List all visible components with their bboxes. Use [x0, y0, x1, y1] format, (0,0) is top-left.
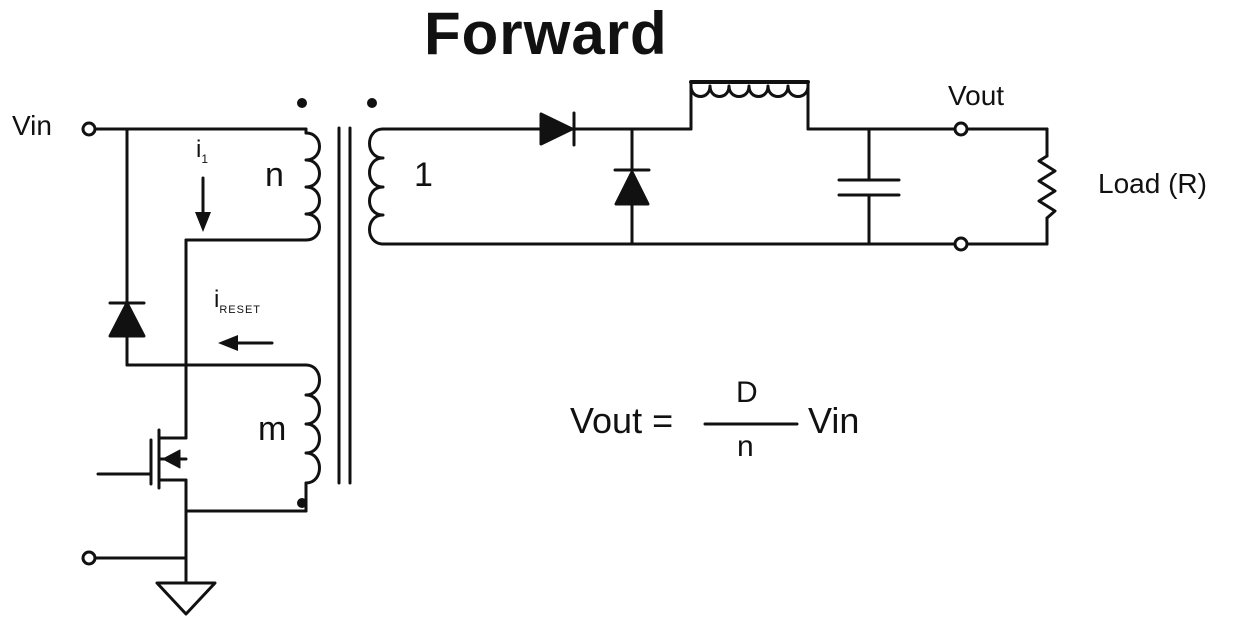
- i1-label: i1: [196, 138, 208, 165]
- load-label: Load (R): [1098, 168, 1207, 199]
- forward-diode: [539, 111, 576, 147]
- i1-arrow: [195, 176, 211, 232]
- load-resistor: [1037, 154, 1057, 220]
- reset-winding: [304, 363, 321, 513]
- vin-label: Vin: [12, 110, 52, 141]
- output-inductor: [689, 80, 810, 98]
- ground-symbol: [155, 581, 217, 616]
- secondary-winding: [368, 127, 385, 246]
- polarity-dots: [297, 98, 377, 508]
- i1-main: i: [196, 136, 202, 163]
- reset-turns-label: m: [258, 410, 287, 448]
- diagram-title: Forward: [424, 0, 668, 67]
- reset-diode: [108, 301, 146, 338]
- vin-terminal: [81, 121, 97, 137]
- equation-rhs: Vin: [808, 400, 860, 441]
- ireset-arrow: [218, 335, 274, 351]
- vout-label: Vout: [948, 80, 1005, 111]
- ireset-label: iRESET: [214, 288, 261, 316]
- primary-turns-label: n: [265, 156, 284, 194]
- equation-denominator: n: [737, 430, 754, 463]
- freewheel-diode: [613, 168, 651, 206]
- equation-lhs: Vout =: [570, 400, 674, 441]
- equation-numerator: D: [736, 376, 758, 409]
- primary-wiring: [81, 121, 308, 585]
- secondary-turns-label: 1: [414, 156, 433, 194]
- gate-terminal: [81, 550, 97, 566]
- ireset-main: i: [214, 286, 220, 313]
- output-capacitor: [837, 178, 901, 197]
- transformer-core: [337, 126, 352, 485]
- i1-subscript: 1: [201, 151, 209, 166]
- output-terminals: [953, 121, 969, 252]
- primary-winding: [304, 127, 321, 242]
- mosfet-switch: [96, 428, 188, 490]
- ireset-subscript: RESET: [219, 303, 262, 316]
